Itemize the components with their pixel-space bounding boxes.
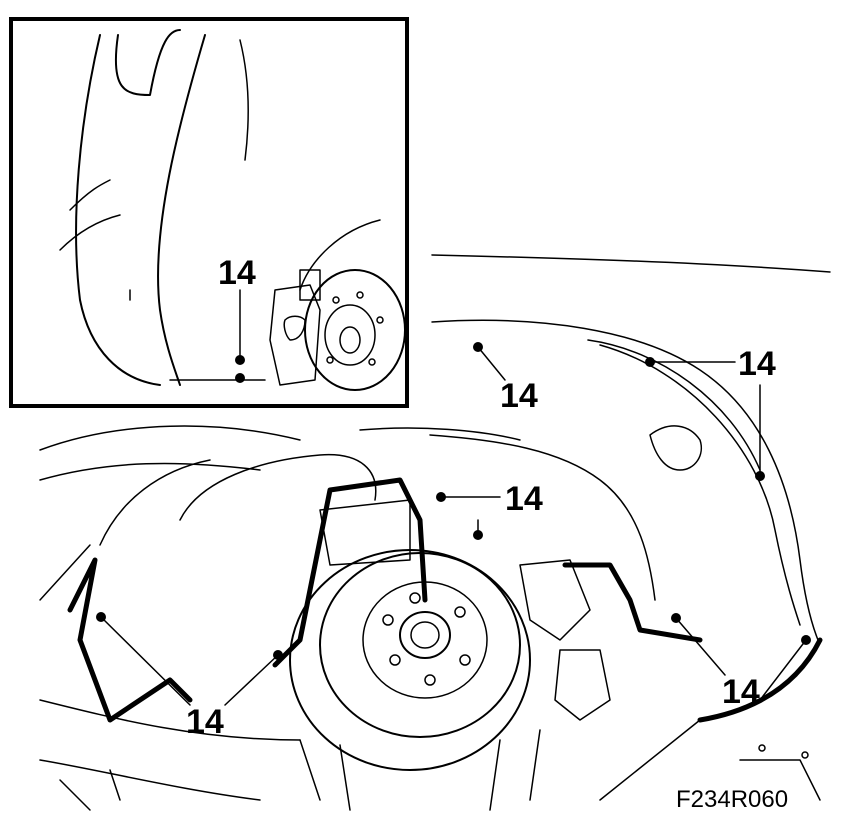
- callout-label: 14: [505, 480, 543, 518]
- inset-callout-label: 14: [218, 254, 256, 292]
- main-view: 14 14 14 14 14 F234R060: [39, 254, 831, 813]
- figure-id: F234R060: [676, 786, 788, 813]
- callout-label: 14: [500, 377, 538, 415]
- callout-label: 14: [722, 673, 760, 711]
- callout-label: 14: [186, 703, 224, 741]
- inset-detail: 14: [9, 17, 409, 408]
- callout-label: 14: [738, 345, 776, 383]
